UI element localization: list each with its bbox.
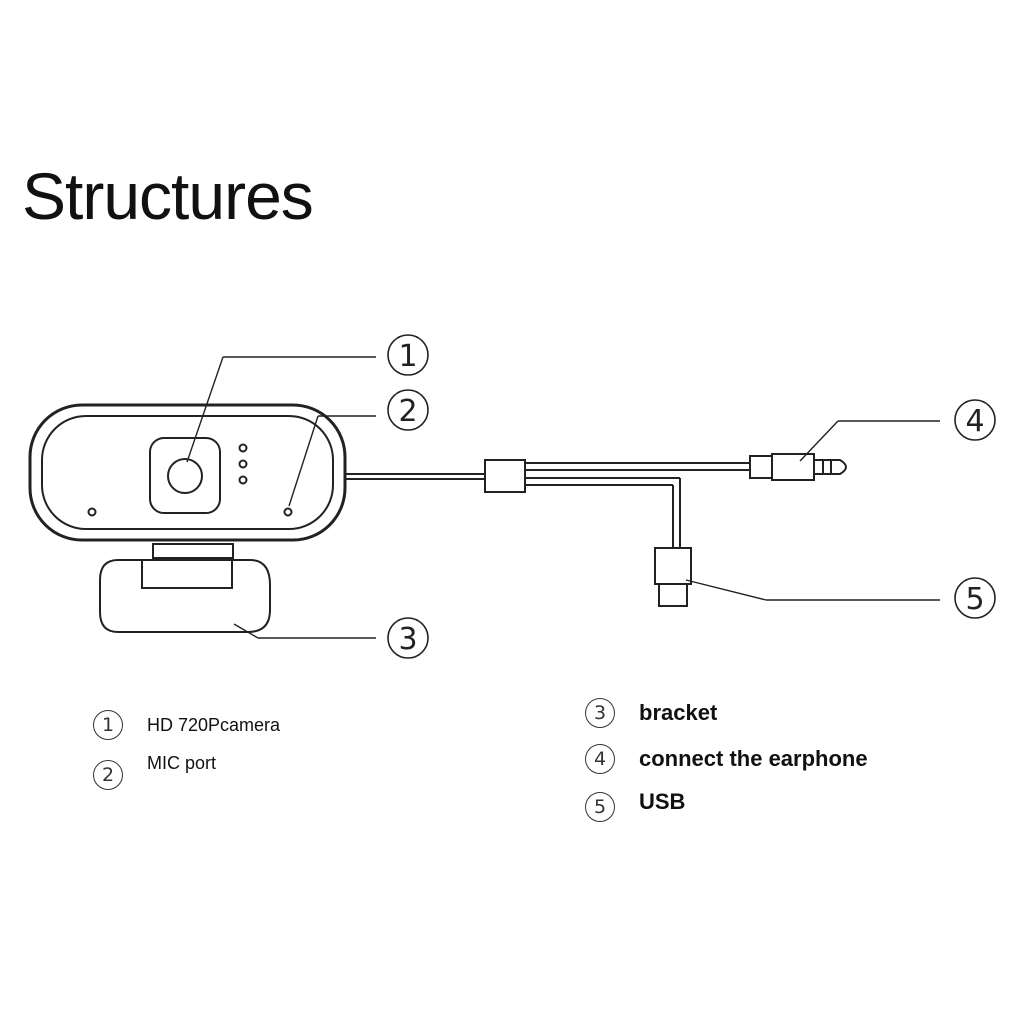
lens-housing [149, 437, 221, 514]
legend-label: connect the earphone [639, 746, 868, 771]
callout-circle-2 [387, 389, 429, 431]
mic-hole [283, 507, 293, 517]
legend-item: 3 bracket [585, 698, 717, 728]
callout-circle-4 [954, 399, 996, 441]
legend-number: 2 [93, 760, 123, 790]
page-title: Structures [22, 159, 314, 233]
callout-circle-5 [954, 577, 996, 619]
legend-label: USB [639, 789, 686, 814]
mic-hole [87, 507, 97, 517]
legend-item: 1 HD 720Pcamera [93, 710, 280, 740]
indicator-dot [238, 475, 248, 485]
audio-jack-body [749, 455, 773, 479]
legend-number: 3 [585, 698, 615, 728]
callout-number: 2 [398, 394, 417, 429]
webcam-body-inner [41, 415, 334, 530]
legend-number: 1 [93, 710, 123, 740]
indicator-dot [238, 443, 248, 453]
usb-plug [658, 583, 688, 607]
callout-number: 1 [398, 339, 417, 374]
audio-jack-plug [814, 459, 847, 475]
legend-number: 5 [585, 792, 615, 822]
legend-label: bracket [639, 700, 718, 725]
camera-lens [167, 458, 203, 494]
legend-label: HD 720Pcamera [147, 714, 281, 735]
legend-item: 2 MIC port [93, 753, 216, 790]
legend-number: 4 [585, 744, 615, 774]
audio-jack-sleeve [771, 453, 815, 481]
cable-splitter [484, 459, 526, 493]
bracket-hinge [152, 543, 234, 559]
callout-circle-1 [387, 334, 429, 376]
webcam-body-outer [28, 403, 347, 542]
usb-connector-body [654, 547, 692, 585]
bracket-clamp [141, 559, 233, 589]
callout-circle-3 [387, 617, 429, 659]
callout-number: 5 [965, 582, 984, 617]
callout-number: 4 [965, 404, 984, 439]
bracket-base [99, 559, 271, 633]
indicator-dot [238, 459, 248, 469]
legend-label: MIC port [147, 752, 217, 773]
legend-item: 4 connect the earphone [585, 744, 868, 774]
callout-number: 3 [398, 622, 417, 657]
legend-item: 5 USB [585, 789, 686, 822]
